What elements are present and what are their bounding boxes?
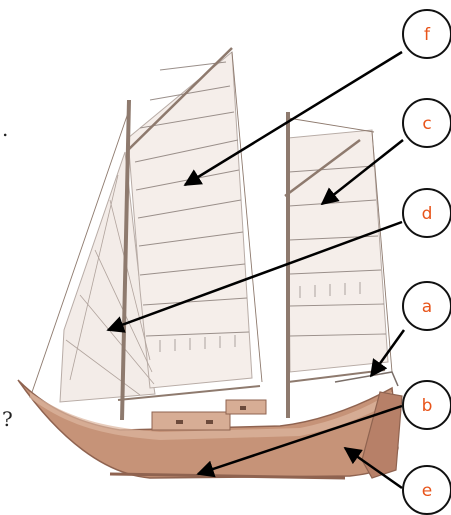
mainsail <box>128 52 252 388</box>
callout-c: c <box>403 99 451 147</box>
callout-label-e: e <box>422 481 432 501</box>
stay-3 <box>288 118 374 132</box>
callout-a: a <box>403 282 451 330</box>
sails <box>60 52 388 402</box>
callout-b: b <box>403 381 451 429</box>
edge-text-top-left: . <box>2 117 8 141</box>
callout-label-c: c <box>422 114 431 134</box>
porthole <box>206 420 213 424</box>
callout-label-a: a <box>422 297 432 317</box>
callout-d: d <box>403 189 451 237</box>
callout-f: f <box>403 10 451 58</box>
cabin <box>152 412 230 430</box>
callouts: f c d a b e <box>403 10 451 514</box>
callout-label-b: b <box>422 396 433 416</box>
porthole <box>240 406 246 410</box>
callout-e: e <box>403 466 451 514</box>
callout-label-d: d <box>422 204 433 224</box>
edge-text-bottom-left: ? <box>2 407 13 431</box>
porthole <box>176 420 183 424</box>
callout-label-f: f <box>424 25 431 45</box>
